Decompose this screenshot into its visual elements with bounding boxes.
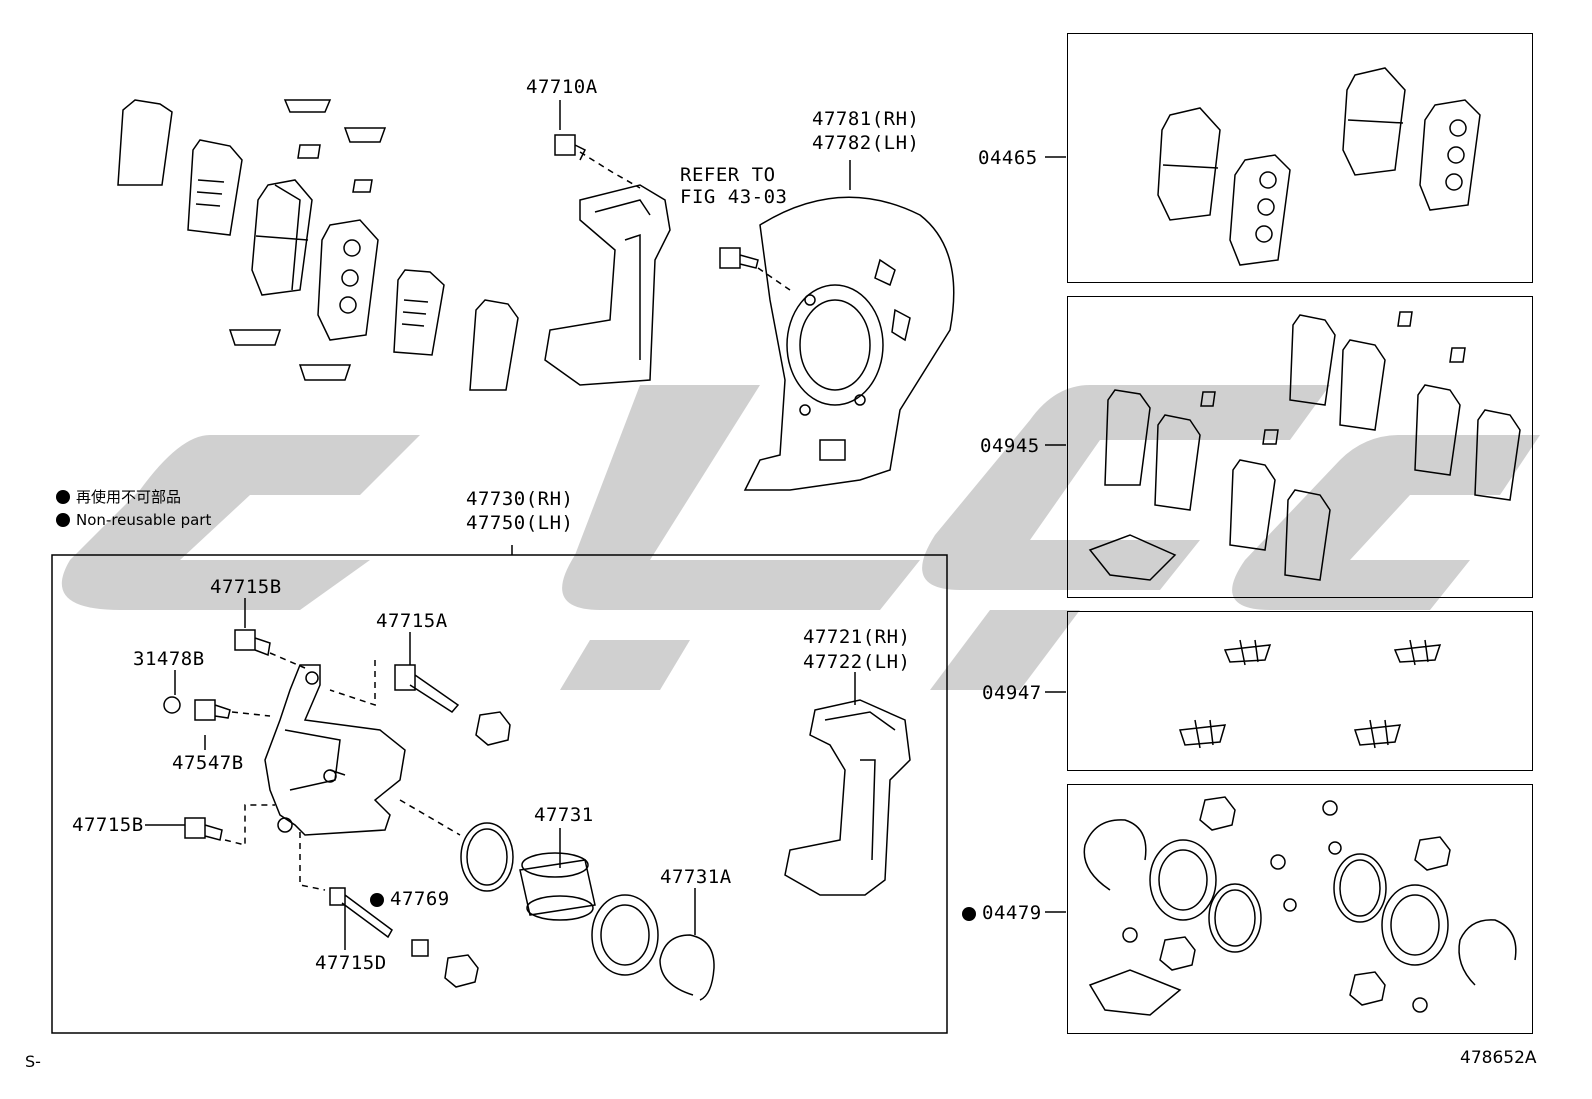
kit-label-04479[interactable]: 04479 xyxy=(962,902,1042,924)
part-label-47731[interactable]: 47731 xyxy=(534,804,594,826)
part-label-47769-text: 47769 xyxy=(390,888,450,910)
part-label-47769[interactable]: 47769 xyxy=(370,888,450,910)
pad-set-illustration xyxy=(117,99,519,391)
part-label-47730-rh[interactable]: 47730(RH) xyxy=(466,488,574,510)
kit-label-04947[interactable]: 04947 xyxy=(982,682,1042,704)
kit-label-04479-text: 04479 xyxy=(982,902,1042,924)
legend-japanese: 再使用不可部品 xyxy=(56,486,181,507)
legend-en-text: Non-reusable part xyxy=(76,511,212,529)
kit-04479-illustration xyxy=(1083,796,1517,1016)
kit-frame-04465 xyxy=(1067,33,1533,283)
kit-04947-illustration xyxy=(1178,639,1442,749)
part-label-47547B[interactable]: 47547B xyxy=(172,752,244,774)
part-label-47715B-bottom[interactable]: 47715B xyxy=(72,814,144,836)
kit-frame-04479 xyxy=(1067,784,1533,1034)
part-label-47710A[interactable]: 47710A xyxy=(526,76,598,98)
refer-text-line2[interactable]: FIG 43-03 xyxy=(680,186,788,208)
legend-english: Non-reusable part xyxy=(56,511,211,529)
diagram-id: 478652A xyxy=(1460,1048,1537,1068)
kit-frame-04947 xyxy=(1067,611,1533,771)
footer-left-code: S- xyxy=(25,1052,41,1071)
epc-watermark xyxy=(61,385,1540,690)
part-label-31478B[interactable]: 31478B xyxy=(133,648,205,670)
non-reusable-dot-icon xyxy=(962,907,976,921)
part-label-47782-lh[interactable]: 47782(LH) xyxy=(812,132,920,154)
part-label-47750-lh[interactable]: 47750(LH) xyxy=(466,512,574,534)
part-label-47721-rh[interactable]: 47721(RH) xyxy=(803,626,911,648)
part-label-47731A[interactable]: 47731A xyxy=(660,866,732,888)
part-label-47715A[interactable]: 47715A xyxy=(376,610,448,632)
part-label-47722-lh[interactable]: 47722(LH) xyxy=(803,651,911,673)
caliper-bracket-illustration xyxy=(544,134,671,386)
kit-frame-04945 xyxy=(1067,296,1533,598)
kit-label-04945[interactable]: 04945 xyxy=(980,435,1040,457)
non-reusable-dot-icon xyxy=(56,490,70,504)
non-reusable-dot-icon xyxy=(370,893,384,907)
part-label-47715B-top[interactable]: 47715B xyxy=(210,576,282,598)
part-label-47715D[interactable]: 47715D xyxy=(315,952,387,974)
kit-04945-illustration xyxy=(1088,311,1521,581)
part-label-47781-rh[interactable]: 47781(RH) xyxy=(812,108,920,130)
dust-shield-illustration xyxy=(743,196,955,491)
caliper-body-illustration xyxy=(264,664,406,836)
kit-04465-illustration xyxy=(1157,67,1481,266)
mounting-bracket-illustration xyxy=(784,699,911,896)
refer-text-line1: REFER TO xyxy=(680,164,776,186)
kit-label-04465[interactable]: 04465 xyxy=(978,147,1038,169)
non-reusable-dot-icon xyxy=(56,513,70,527)
legend-jp-text: 再使用不可部品 xyxy=(76,488,182,506)
